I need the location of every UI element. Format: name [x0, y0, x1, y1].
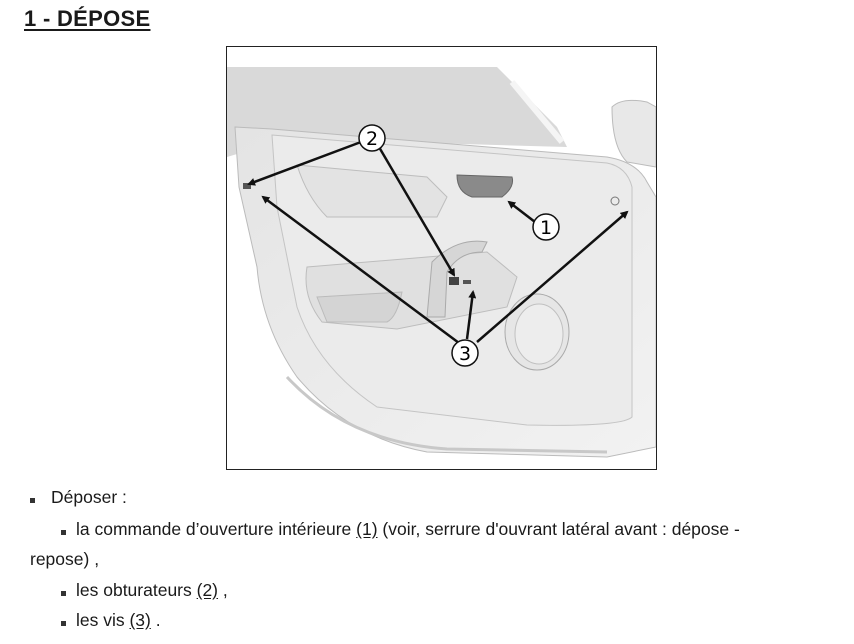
step-item-screws: les vis (3) .: [76, 610, 161, 630]
door-panel-illustration: 1 2 3: [226, 46, 657, 470]
svg-text:2: 2: [366, 128, 378, 150]
callout-1: 1: [532, 213, 560, 241]
section-title: 1 - DÉPOSE: [24, 6, 151, 31]
callout-arrows: [247, 140, 629, 345]
step-item-plugs: les obturateurs (2) ,: [76, 580, 228, 600]
svg-text:3: 3: [459, 343, 471, 365]
bullet-icon: [61, 621, 66, 626]
svg-text:1: 1: [540, 217, 552, 239]
door-panel-drawing: 1 2 3: [227, 67, 656, 458]
bullet-icon: [61, 591, 66, 596]
interior-handle: [456, 174, 513, 198]
ref-2: (2): [196, 580, 219, 600]
step-main: Déposer :: [51, 487, 127, 507]
callout-2: 2: [358, 124, 386, 152]
ref-1: (1): [356, 519, 378, 539]
bullet-icon: [30, 498, 35, 503]
ref-3: (3): [129, 610, 151, 630]
bullet-icon: [61, 530, 66, 535]
step-item-handle-cont: repose) ,: [30, 549, 100, 569]
step-item-handle: la commande d’ouverture intérieure (1) (…: [76, 519, 740, 539]
callout-3: 3: [451, 339, 479, 367]
